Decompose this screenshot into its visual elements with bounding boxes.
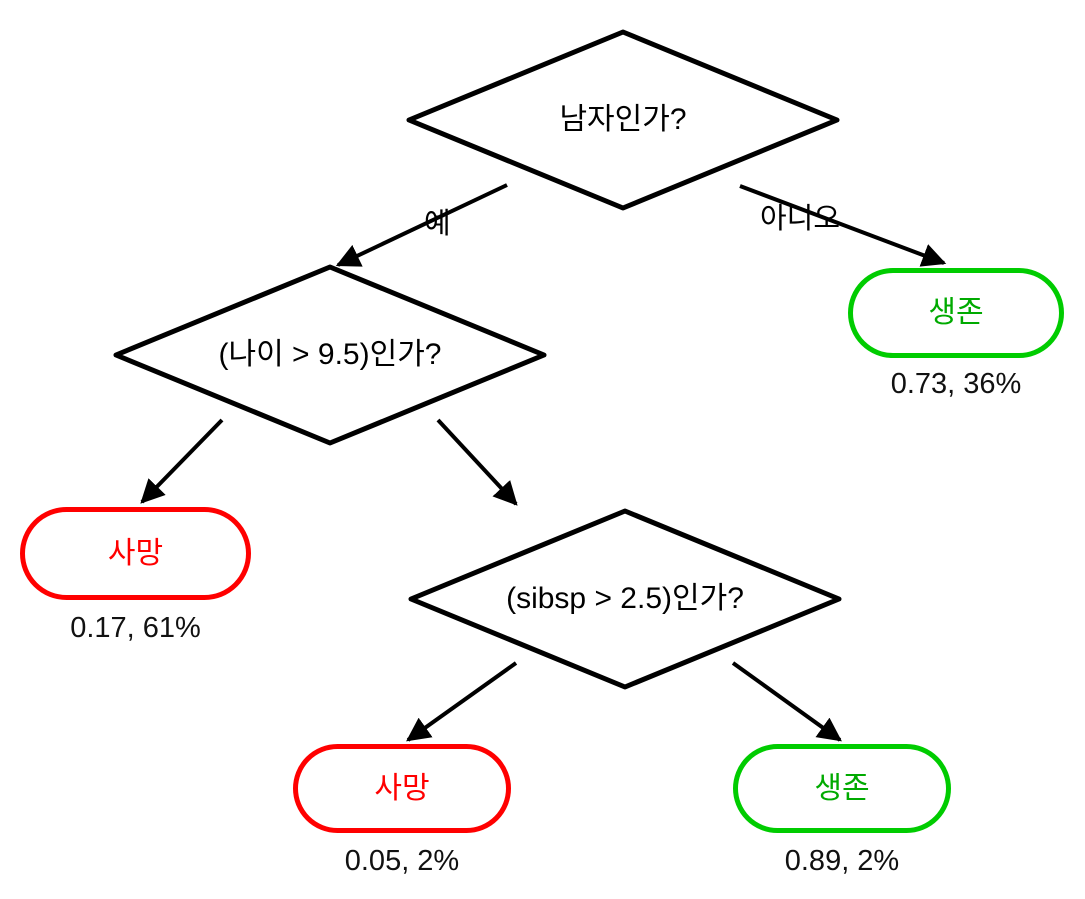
edge-label-yes: 예 [424, 208, 451, 240]
leaf-node-survived-top[interactable]: 생존 [848, 268, 1064, 358]
decision-node-label: (sibsp > 2.5)인가? [506, 582, 744, 615]
leaf-node-died-left[interactable]: 사망 [20, 507, 251, 600]
leaf-node-label: 생존 [814, 771, 870, 805]
leaf-node-label: 생존 [928, 296, 984, 329]
leaf-caption-died-left: 0.17, 61% [70, 612, 201, 644]
edge-age-no [436, 418, 518, 506]
leaf-node-label: 사망 [374, 771, 430, 805]
edge-root-no [739, 184, 947, 267]
decision-node-root[interactable]: 남자인가? [405, 28, 841, 212]
leaf-caption-survived-bottom: 0.89, 2% [784, 845, 900, 877]
decision-node-label: 남자인가? [559, 103, 687, 136]
decision-node-sibsp[interactable]: (sibsp > 2.5)인가? [407, 507, 843, 691]
diamond-shape [113, 264, 547, 446]
decision-node-label: (나이 > 9.5)인가? [218, 338, 442, 371]
decision-node-age[interactable]: (나이 > 9.5)인가? [112, 263, 548, 447]
edge-label-no: 아니오 [760, 203, 841, 235]
leaf-caption-survived-top: 0.73, 36% [890, 368, 1022, 400]
edge-sibsp-no [731, 661, 842, 742]
leaf-node-died-bottom[interactable]: 사망 [293, 744, 511, 833]
diamond-shape [408, 508, 842, 690]
edge-age-yes [140, 418, 224, 504]
edge-sibsp-yes [406, 661, 518, 742]
edge-root-yes [335, 183, 508, 267]
diamond-shape [406, 29, 840, 211]
leaf-node-label: 사망 [107, 536, 164, 570]
leaf-caption-died-bottom: 0.05, 2% [344, 845, 460, 877]
leaf-node-survived-bottom[interactable]: 생존 [733, 744, 951, 833]
